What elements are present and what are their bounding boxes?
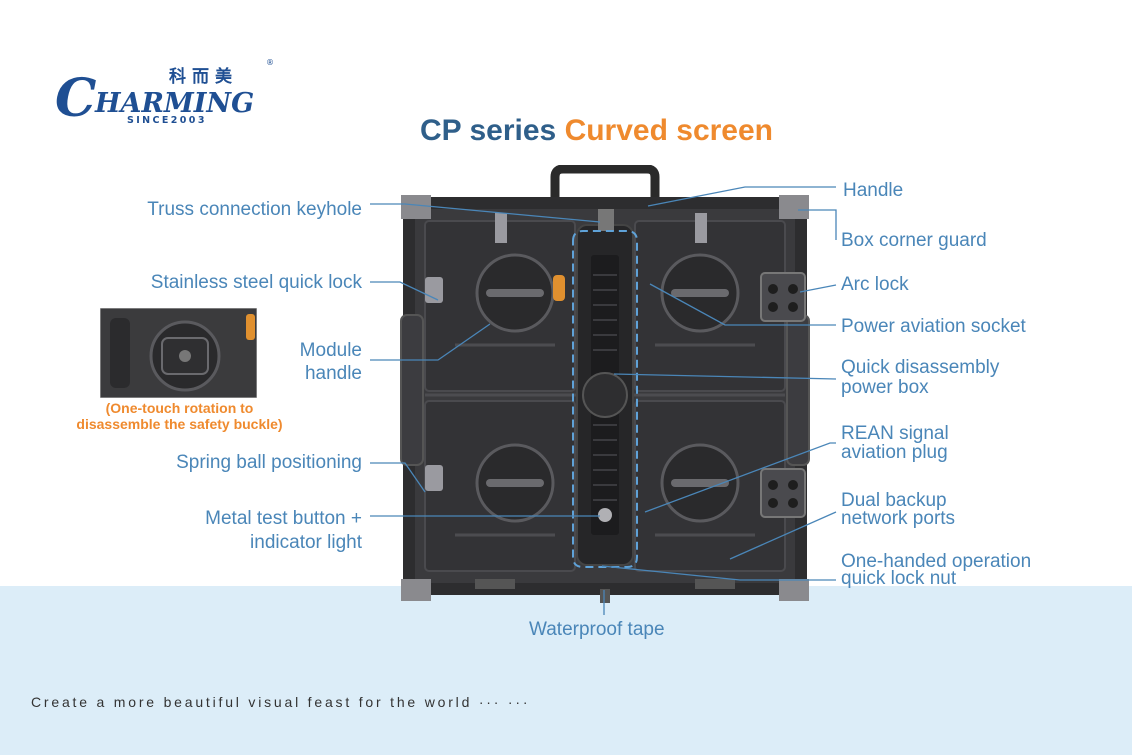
label-spring-ball: Spring ball positioning bbox=[176, 452, 362, 473]
corner-guard-br bbox=[779, 579, 809, 601]
orange-latch bbox=[553, 275, 565, 301]
power-box-knob bbox=[582, 372, 628, 418]
page-title: CP series Curved screen bbox=[420, 114, 773, 148]
title-product: Curved screen bbox=[564, 114, 773, 147]
bottom-band bbox=[0, 586, 1132, 755]
test-button-icon bbox=[598, 508, 612, 522]
title-series: CP series bbox=[420, 114, 557, 147]
waterproof-tape-outline bbox=[572, 230, 638, 568]
label-handle: Handle bbox=[843, 180, 904, 201]
label-arc-lock: Arc lock bbox=[841, 274, 909, 295]
label-power-box: Quick disassembly power box bbox=[841, 357, 1000, 398]
label-network-ports: Dual backup network ports bbox=[841, 490, 956, 529]
logo-name: HARMING bbox=[95, 88, 255, 119]
label-corner-guard: Box corner guard bbox=[841, 230, 987, 251]
truss-keyhole-icon bbox=[598, 209, 614, 231]
label-waterproof-tape: Waterproof tape bbox=[529, 619, 665, 640]
label-power-socket: Power aviation socket bbox=[841, 316, 1026, 337]
label-quick-lock: Stainless steel quick lock bbox=[150, 272, 362, 293]
safety-buckle-inset bbox=[100, 308, 257, 398]
label-module-handle: Module handle bbox=[299, 340, 362, 384]
corner-guard-tr bbox=[779, 195, 809, 219]
label-metal-test: Metal test button + indicator light bbox=[205, 508, 362, 553]
label-onehand-nut: One-handed operation quick lock nut bbox=[841, 551, 1032, 589]
logo-chinese: 科而美 bbox=[169, 67, 238, 87]
inset-note: (One-touch rotation to disassemble the s… bbox=[76, 400, 283, 432]
label-rean-plug: REAN signal aviation plug bbox=[841, 423, 949, 463]
label-truss-keyhole: Truss connection keyhole bbox=[147, 199, 362, 220]
logo-initial: C bbox=[55, 68, 97, 129]
handle-bar bbox=[550, 165, 660, 203]
slogan: Create a more beautiful visual feast for… bbox=[31, 694, 531, 710]
cabinet-back-image bbox=[400, 165, 810, 603]
logo-registered: ® bbox=[266, 58, 274, 67]
corner-guard-bl bbox=[401, 579, 431, 601]
corner-guard-tl bbox=[401, 195, 431, 219]
logo-since: SINCE2003 bbox=[127, 115, 207, 126]
brand-logo: C HARMING 科而美 ® SINCE2003 bbox=[55, 56, 280, 136]
